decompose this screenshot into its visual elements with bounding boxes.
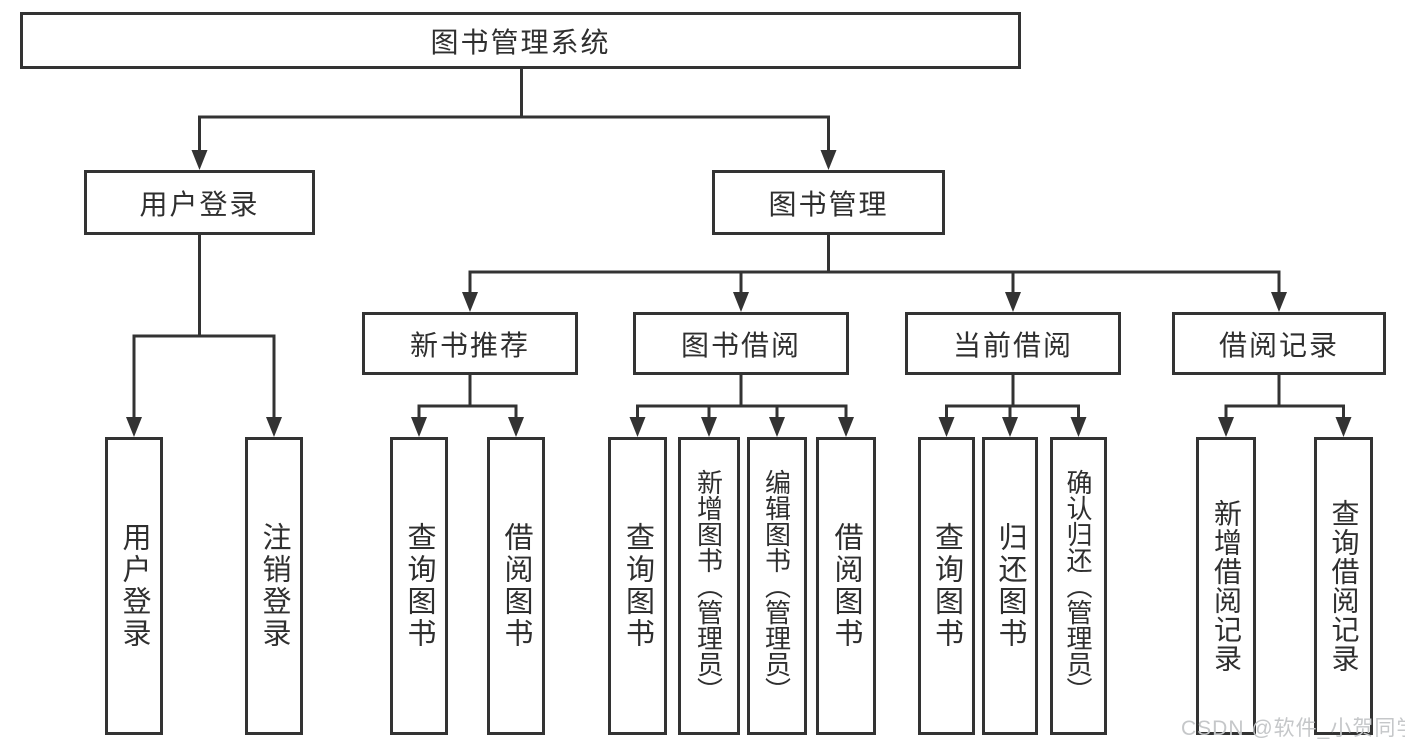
node-label: 确认归还（管理员） [1063,469,1093,703]
node-leaf-user-login: 用户登录 [105,437,163,735]
node-label: 归还图书 [994,522,1026,650]
node-label: 用户登录 [118,522,150,650]
node-leaf-borrow-books: 借阅图书 [816,437,876,735]
node-label: 查询图书 [930,522,963,650]
node-leaf-query-books-borrow: 查询图书 [608,437,667,735]
node-label: 注销登录 [258,522,290,650]
node-leaf-query-books-recommend: 查询图书 [390,437,448,735]
node-label: 借阅图书 [500,522,532,650]
watermark-text: CSDN @软件_小贺同学 [1181,717,1405,740]
node-label: 查询借阅记录 [1328,499,1360,673]
node-leaf-return-books: 归还图书 [982,437,1038,735]
node-book-management: 图书管理 [712,170,945,235]
node-borrowing-records: 借阅记录 [1172,312,1386,375]
node-label: 图书管理 [768,188,889,220]
node-leaf-query-borrow-record: 查询借阅记录 [1314,437,1373,735]
node-user-login: 用户登录 [84,170,315,235]
node-new-book-recommendation: 新书推荐 [362,312,578,375]
node-leaf-add-borrow-record: 新增借阅记录 [1196,437,1256,735]
node-label: 编辑图书（管理员） [761,469,792,703]
node-leaf-edit-books-admin: 编辑图书（管理员） [747,437,807,735]
node-label: 图书管理系统 [430,26,611,58]
node-label: 查询图书 [621,522,654,650]
node-label: 借阅图书 [830,522,862,650]
node-label: 新增借阅记录 [1211,499,1242,673]
arrowheads [126,150,1352,437]
node-leaf-logout: 注销登录 [245,437,303,735]
node-label: 新书推荐 [409,329,530,361]
node-library-management-system: 图书管理系统 [20,12,1021,69]
node-book-borrowing: 图书借阅 [633,312,849,375]
node-current-borrowing: 当前借阅 [905,312,1121,375]
node-leaf-borrow-books-recommend: 借阅图书 [487,437,545,735]
node-label: 新增图书（管理员） [693,469,724,703]
node-label: 用户登录 [139,188,260,220]
node-label: 当前借阅 [952,329,1073,361]
node-leaf-add-books-admin: 新增图书（管理员） [678,437,740,735]
node-leaf-query-books-current: 查询图书 [918,437,975,735]
node-label: 图书借阅 [680,329,801,361]
node-leaf-confirm-return-admin: 确认归还（管理员） [1050,437,1107,735]
node-label: 查询图书 [403,522,435,650]
node-label: 借阅记录 [1218,329,1339,361]
